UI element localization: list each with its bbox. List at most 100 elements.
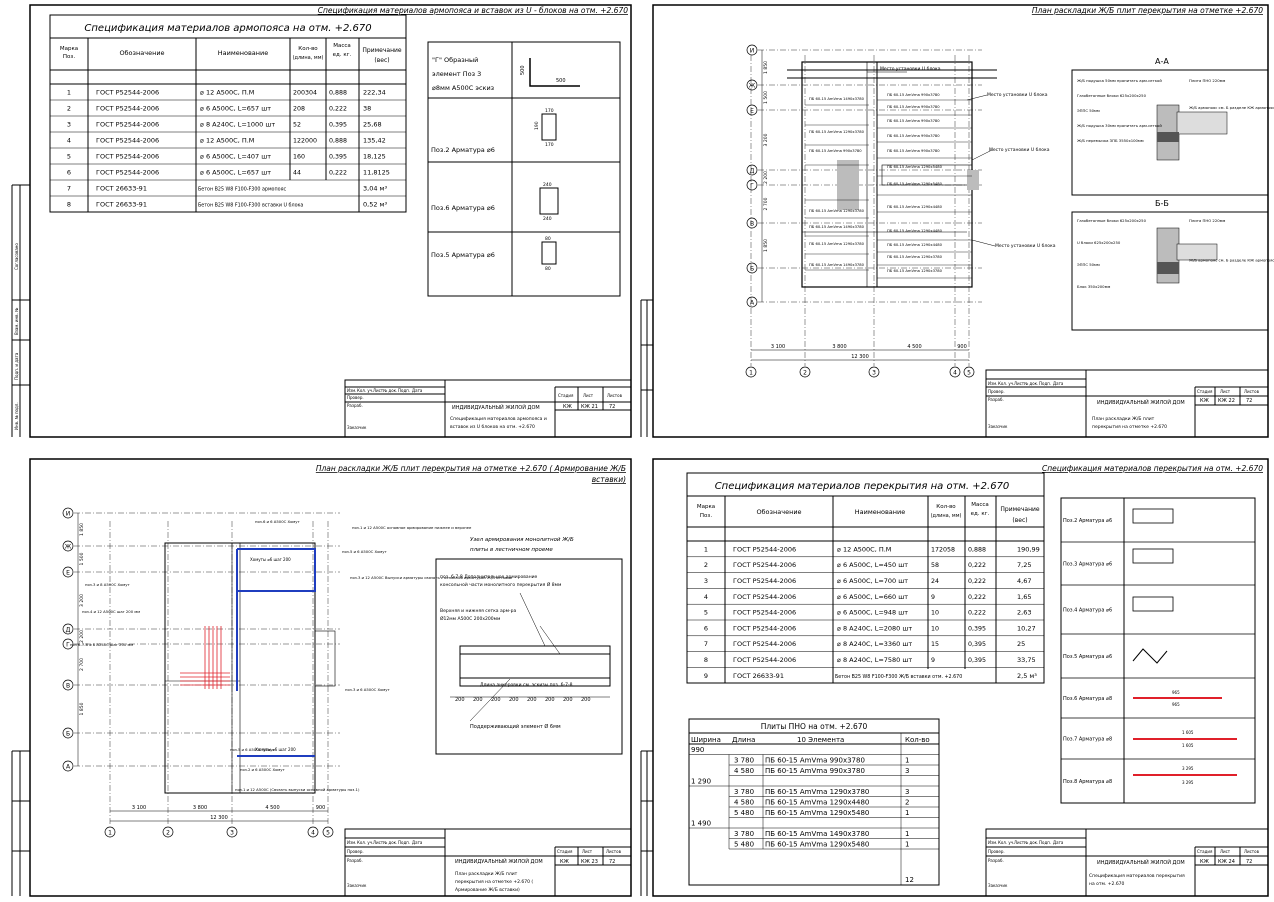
- node-dim: 200: [491, 697, 501, 703]
- row-qty: 160: [293, 154, 305, 161]
- row-note: 2,63: [1017, 609, 1031, 617]
- svg-text:перекрытия на отметке +2.670: перекрытия на отметке +2.670: [1092, 424, 1167, 430]
- sheet-title: План раскладки Ж/Б плит перекрытия на от…: [316, 464, 626, 473]
- axis-letter: В: [66, 683, 70, 690]
- plate-length: 3 780: [734, 788, 754, 796]
- floor-plan: [787, 61, 997, 288]
- bottom-dim: 3 100: [132, 805, 146, 811]
- svg-text:Изм.: Изм.: [988, 381, 997, 386]
- svg-text:240: 240: [543, 216, 552, 222]
- axis-bubble: [746, 262, 758, 274]
- row-name: ⌀ 8 А240С, L=2080 шт: [837, 624, 912, 632]
- plate-label: ПБ 60-15 AmVma 990х3780: [887, 119, 940, 123]
- axis-number: 2: [166, 830, 170, 837]
- plate-label: ПБ 60-15 AmVma 1290х4480: [887, 205, 943, 209]
- row-note: 135,42: [363, 137, 386, 145]
- plates-table: Плиты ПНО на отм. +2.670 Ширина Длина 10…: [688, 718, 940, 886]
- row-mass: 0,222: [329, 170, 347, 177]
- axis-letter: Ж: [749, 83, 756, 90]
- stamp-project: ИНДИВИДУАЛЬНЫЙ ЖИЛОЙ ДОМ: [1097, 859, 1185, 866]
- plate-label: ПБ 60-15 AmVma 990х3780: [887, 149, 940, 153]
- axis-bubble: [62, 507, 74, 519]
- title-block: Изм. Кол. уч. Лист № док. Подп. Дата Про…: [344, 379, 632, 438]
- svg-text:Место установки U блока: Место установки U блока: [989, 147, 1050, 153]
- row-mark: 4: [704, 593, 708, 601]
- sheet-4-drawing: Спецификация материалов перекрытия на от…: [640, 458, 1269, 897]
- row-name: Бетон B25 W8 F100-F300 армопояс: [198, 187, 286, 193]
- svg-text:Стадия: Стадия: [1197, 389, 1213, 394]
- axis-bubble: [226, 826, 238, 838]
- sketch-label: Поз.5 Арматура ⌀6: [1063, 654, 1112, 660]
- row-gost: ГОСТ Р52544-2006: [733, 545, 796, 553]
- vertical-dim: 1 850: [79, 702, 85, 715]
- svg-text:Кол. уч.: Кол. уч.: [357, 840, 373, 845]
- section-note: Ж/Б армопояс см. Б разделе КЖ армопояс: [1189, 105, 1274, 110]
- sketch-label: Поз.7 Арматура ⌀8: [1063, 737, 1112, 743]
- svg-text:поз. 6-7-8 Дополнительное арми: поз. 6-7-8 Дополнительное армирование: [440, 574, 538, 580]
- row-name: ⌀ 12 А500С, П.М: [837, 545, 891, 553]
- plate-qty: 3: [905, 788, 909, 796]
- sketch-label: Поз.4 Арматура ⌀6: [1063, 608, 1112, 614]
- vertical-dim: 1 500: [79, 552, 85, 565]
- svg-text:(длина, мм): (длина, мм): [293, 55, 324, 61]
- row-mark: 6: [67, 169, 71, 177]
- row-name: ⌀ 6 А500С, L=657 шт: [200, 169, 271, 177]
- row-note: 0,52 м³: [363, 201, 387, 209]
- plate-qty: 2: [905, 799, 909, 807]
- row-note: 1,65: [1017, 593, 1031, 601]
- axis-bubble: [746, 164, 758, 176]
- svg-text:Место установки U блока: Место установки U блока: [987, 92, 1048, 98]
- plate-name: ПБ 60-15 AmVma 1290х5480: [765, 841, 869, 849]
- bottom-dim: 3 800: [832, 344, 846, 350]
- section-note: Ж/Б армопояс см. Б разделе КЖ армопояс: [1189, 258, 1274, 263]
- row-name: Бетон B25 W8 F100-F300 Ж/Б вставки отм. …: [835, 674, 962, 680]
- side-strip: [640, 299, 653, 437]
- sheet-frame: [29, 4, 632, 438]
- axis-letter: А: [66, 764, 71, 771]
- sheet-reinforcement-plan: План раскладки Ж/Б плит перекрытия на от…: [0, 451, 637, 902]
- axis-bubble: [746, 44, 758, 56]
- svg-text:Место установки U блока: Место установки U блока: [880, 66, 941, 72]
- row-mass: 0,395: [968, 625, 986, 632]
- node-dim: 200: [455, 697, 465, 703]
- row-gost: ГОСТ Р52544-2006: [96, 169, 159, 177]
- side-label: Взам. инв. №: [14, 308, 19, 335]
- row-mark: 4: [67, 137, 71, 145]
- axis-bubble: [963, 366, 975, 378]
- plate-label: ПБ 60-15 AmVma 1290х3780: [809, 209, 865, 213]
- row-mass: 0,888: [329, 138, 347, 145]
- total-dim: 12 300: [210, 815, 228, 821]
- svg-text:Стадия: Стадия: [1197, 849, 1213, 854]
- svg-text:Лист: Лист: [1220, 849, 1231, 854]
- axis-number: 3: [872, 370, 876, 377]
- node-dim: 200: [545, 697, 555, 703]
- row-mass: 0,395: [329, 154, 347, 161]
- axis-bubble: [62, 623, 74, 635]
- row-mass: 0,222: [968, 594, 986, 601]
- svg-text:А-А: А-А: [1155, 57, 1169, 66]
- row-name: ⌀ 6 А500С, L=657 шт: [200, 105, 271, 113]
- sketch-table: "Г" Образный элемент Поз 3 ⌀8мм А500С эс…: [427, 41, 621, 297]
- plate-name: ПБ 60-15 AmVma 1290х3780: [765, 788, 869, 796]
- section-note: Блок 350х200мм: [1077, 284, 1110, 289]
- node-dim: 200: [527, 697, 537, 703]
- plate-total: 12: [905, 876, 914, 884]
- plate-label: ПБ 60-15 AmVma 1290х3780: [809, 130, 865, 134]
- row-gost: ГОСТ 26633-91: [733, 672, 784, 680]
- vertical-dim: 2 700: [763, 197, 769, 210]
- svg-text:Листов: Листов: [606, 849, 622, 854]
- row-mass: 0,395: [968, 641, 986, 648]
- axis-bubble: [746, 179, 758, 191]
- svg-text:Лист: Лист: [1014, 840, 1025, 845]
- svg-text:(вес): (вес): [374, 57, 389, 64]
- vertical-dim: 3 200: [79, 594, 85, 607]
- axis-bubble: [799, 366, 811, 378]
- svg-text:Провер.: Провер.: [347, 395, 364, 400]
- svg-text:на отм. +2.670: на отм. +2.670: [1089, 881, 1125, 887]
- row-qty: 10: [931, 610, 939, 617]
- stamp-stage: КЖ: [563, 404, 573, 410]
- row-mark: 7: [704, 640, 708, 648]
- callout-text: поз.3 ⌀ 12 А500С Выпуски арматуры связат…: [350, 575, 512, 580]
- col-name: Наименование: [218, 49, 269, 57]
